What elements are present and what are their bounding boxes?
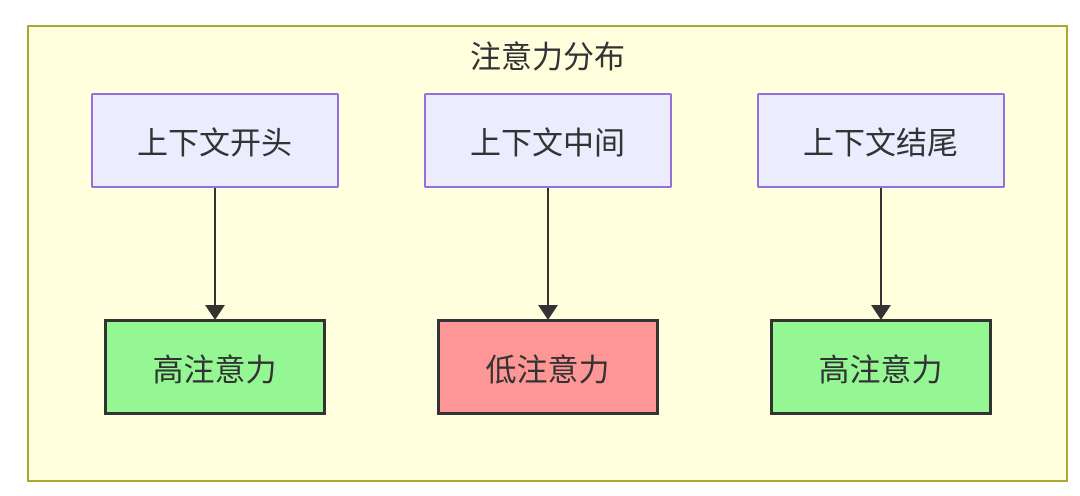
edge-middle-to-attention [537, 188, 558, 320]
edge-end-to-attention [870, 188, 891, 320]
column-context-end: 上下文结尾 高注意力 [756, 93, 1005, 415]
node-context-end: 上下文结尾 [756, 93, 1005, 188]
edge-beginning-to-attention [204, 188, 225, 320]
edge-line [213, 188, 216, 306]
diagram-title: 注意力分布 [470, 40, 625, 75]
arrowhead-down-icon [537, 305, 558, 320]
edge-line [546, 188, 549, 306]
node-high-attention-left: 高注意力 [103, 319, 326, 415]
attention-distribution-diagram: 注意力分布 上下文开头 高注意力 上下文中间 低注意力 上下文结尾 [27, 25, 1068, 482]
node-low-attention-middle: 低注意力 [436, 319, 659, 415]
column-context-beginning: 上下文开头 高注意力 [90, 93, 339, 415]
column-context-middle: 上下文中间 低注意力 [423, 93, 672, 415]
edge-line [879, 188, 882, 306]
arrowhead-down-icon [204, 305, 225, 320]
diagram-columns-row: 上下文开头 高注意力 上下文中间 低注意力 上下文结尾 [29, 93, 1066, 415]
node-high-attention-right: 高注意力 [769, 319, 992, 415]
node-context-beginning: 上下文开头 [90, 93, 339, 188]
arrowhead-down-icon [870, 305, 891, 320]
node-context-middle: 上下文中间 [423, 93, 672, 188]
